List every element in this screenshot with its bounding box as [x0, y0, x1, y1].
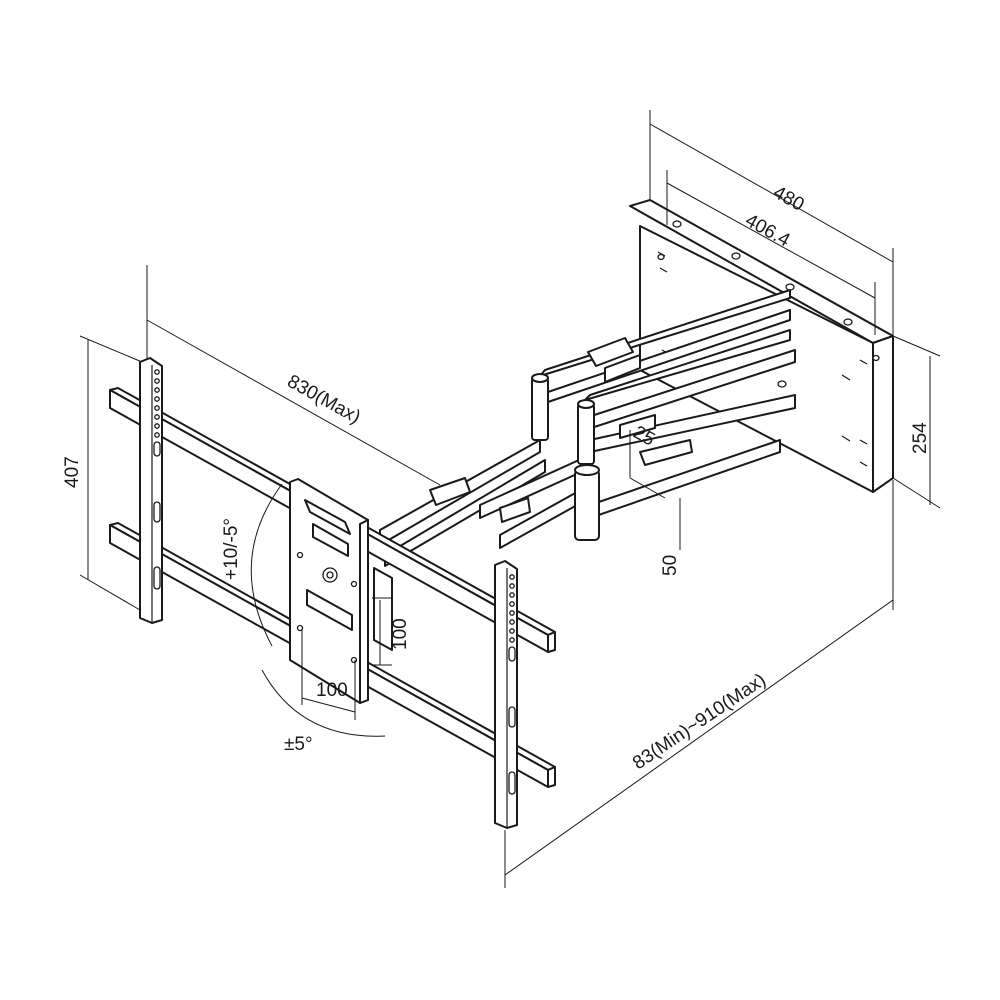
articulating-arms: [379, 289, 796, 567]
tv-vertical-rail-left: [139, 357, 163, 624]
rail-slot: [153, 441, 161, 457]
rail-hole: [509, 619, 515, 625]
dimension-lines: [79, 110, 941, 888]
label-vesa-vertical: 100: [390, 618, 411, 650]
rail-hole: [154, 432, 160, 438]
label-wall-plate-height: 254: [910, 422, 931, 454]
rail-hole: [154, 396, 160, 402]
rail-hole: [154, 378, 160, 384]
label-depth-range: 83(Min)~910(Max): [629, 670, 770, 775]
rail-hole: [509, 610, 515, 616]
wall-plate: [629, 199, 894, 493]
rail-hole: [509, 583, 515, 589]
rail-hole: [154, 369, 160, 375]
vesa-head-plate: [289, 478, 393, 704]
rail-hole: [154, 387, 160, 393]
rail-hole: [509, 592, 515, 598]
rail-slot: [508, 706, 516, 728]
rail-hole: [154, 423, 160, 429]
rail-hole: [509, 637, 515, 643]
rail-hole: [154, 405, 160, 411]
rail-slot: [508, 771, 516, 795]
label-wall-hole-spacing: 406.4: [742, 210, 794, 252]
rail-hole: [509, 628, 515, 634]
label-vesa-horizontal: 100: [316, 680, 348, 701]
label-swivel-range: ±5°: [284, 734, 313, 755]
rail-slot: [508, 646, 516, 662]
label-tv-rail-height: 407: [62, 456, 83, 488]
tv-vertical-rail-right: [494, 560, 518, 829]
rail-hole: [509, 574, 515, 580]
label-tilt-range: +10/-5°: [221, 518, 242, 580]
label-arm-offset: 50: [660, 555, 681, 576]
rail-slot: [153, 566, 161, 590]
rail-hole: [509, 601, 515, 607]
rail-slot: [153, 501, 161, 523]
rail-hole: [154, 414, 160, 420]
